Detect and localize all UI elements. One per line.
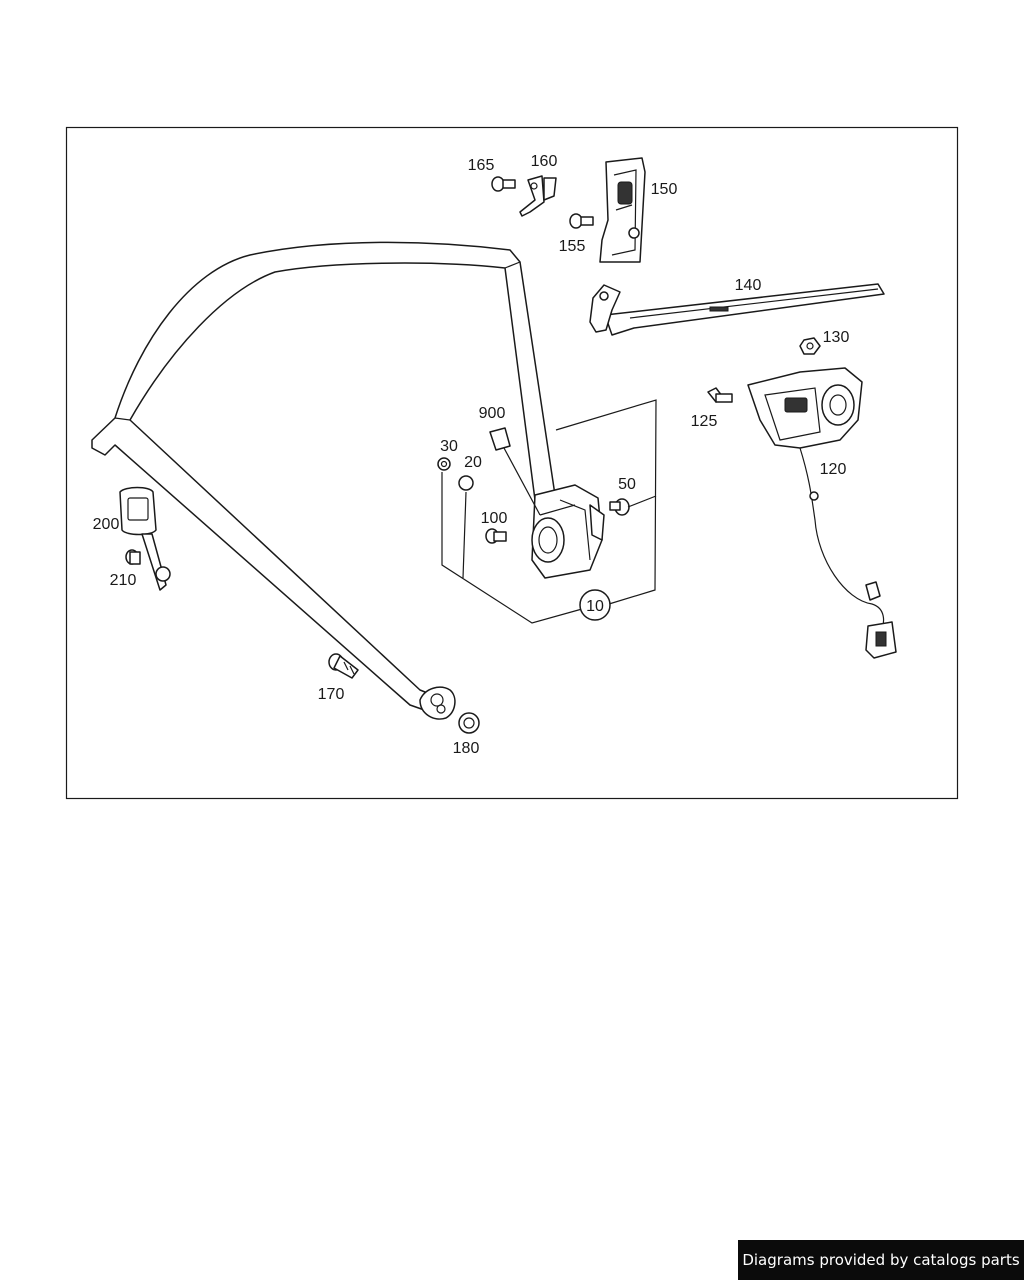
lower-anchor-eye <box>419 686 456 720</box>
label-160: 160 <box>531 153 558 170</box>
belt-retractor <box>531 484 605 579</box>
buckle-200 <box>119 486 171 591</box>
nut-180 <box>458 712 480 734</box>
bolt-155 <box>569 213 594 229</box>
assembly-bracket-lines <box>441 399 657 624</box>
bolt-100 <box>485 528 507 544</box>
bolt-125 <box>707 387 733 403</box>
label-125: 125 <box>691 413 718 430</box>
label-170: 170 <box>318 686 345 703</box>
bolt-50 <box>609 498 630 516</box>
label-165: 165 <box>468 157 495 174</box>
label-10: 10 <box>586 598 604 615</box>
label-200: 200 <box>93 516 120 533</box>
bracket-150 <box>599 157 646 263</box>
connector-plug <box>865 621 897 659</box>
label-120: 120 <box>820 461 847 478</box>
clip-160 <box>519 175 557 217</box>
belt-webbing <box>91 241 556 713</box>
label-130: 130 <box>823 329 850 346</box>
label-100: 100 <box>481 510 508 527</box>
screw-165 <box>491 176 516 192</box>
label-900: 900 <box>479 405 506 422</box>
label-150: 150 <box>651 181 678 198</box>
bolt-170 <box>328 653 359 679</box>
label-tag-900 <box>489 427 511 451</box>
label-140: 140 <box>735 277 762 294</box>
tensioner-cable <box>799 447 885 633</box>
washer-30 <box>437 457 451 471</box>
belt-tensioner-120 <box>747 367 863 449</box>
label-155: 155 <box>559 238 586 255</box>
label-30: 30 <box>440 438 458 455</box>
footer-credit: Diagrams provided by catalogs parts <box>738 1240 1024 1280</box>
diagram-frame <box>65 126 959 800</box>
spacer-20 <box>458 475 474 491</box>
bolt-210 <box>125 549 141 565</box>
label-50: 50 <box>618 476 636 493</box>
height-adjuster-rail-140 <box>589 283 885 336</box>
nut-130 <box>799 337 821 355</box>
label-180: 180 <box>453 740 480 757</box>
label-20: 20 <box>464 454 482 471</box>
label-210: 210 <box>110 572 137 589</box>
